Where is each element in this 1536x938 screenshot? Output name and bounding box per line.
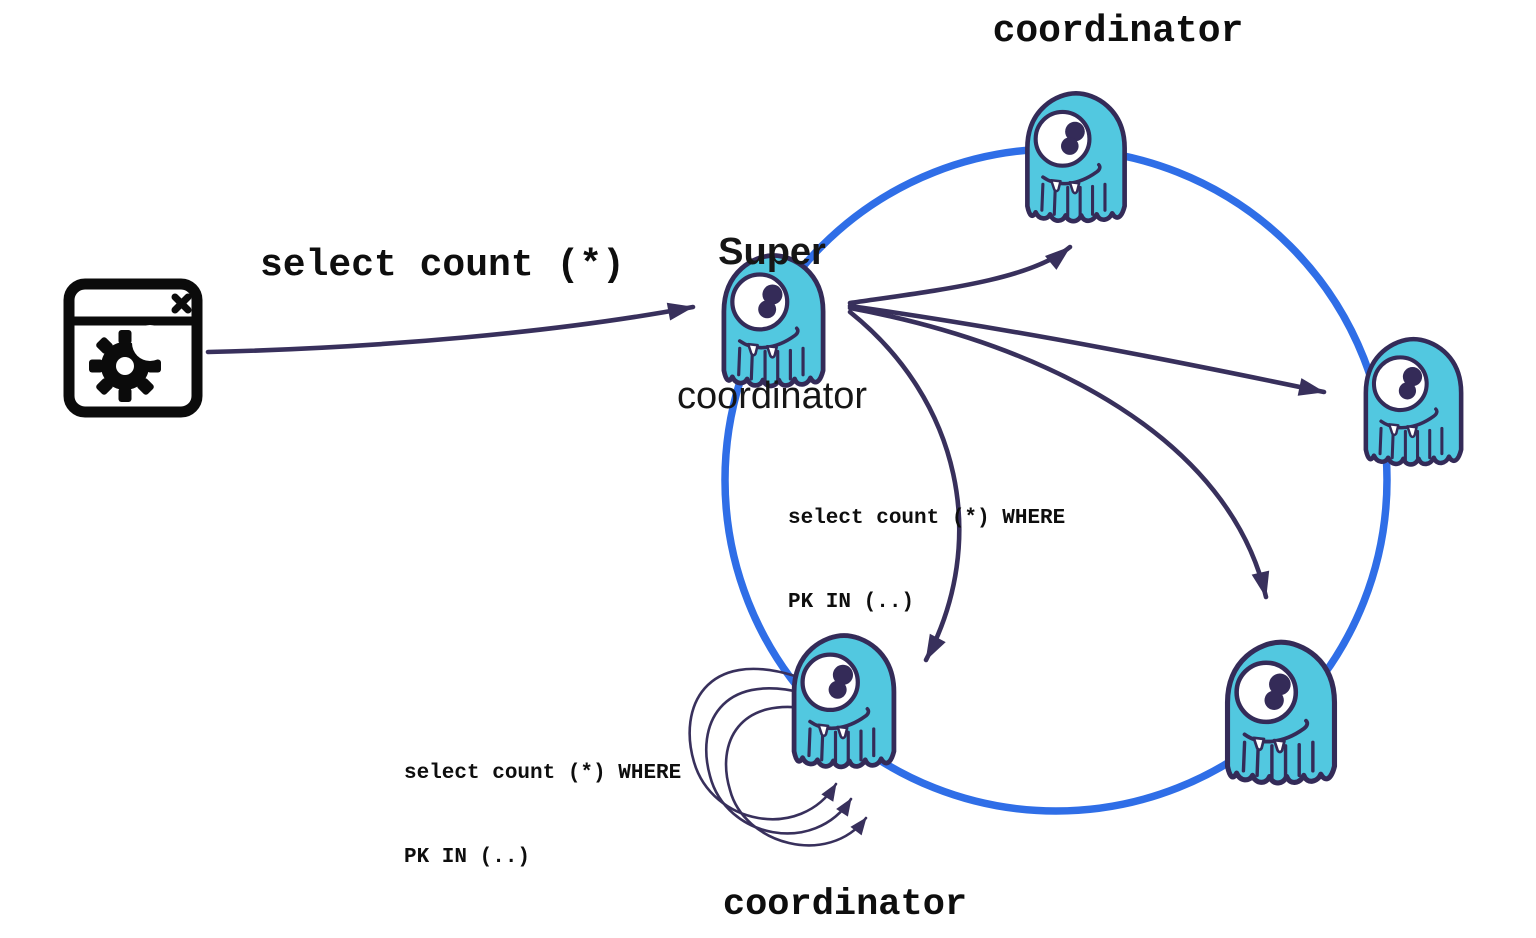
monster-node-right (1366, 339, 1461, 464)
gear-icon (89, 325, 168, 402)
local-query-line2: PK IN (..) (404, 846, 531, 869)
fanout-query-line1: select count (*) WHERE (788, 507, 1066, 530)
fanout-query-line2: PK IN (..) (788, 591, 915, 614)
super-coordinator-label-line2: coordinator (676, 375, 868, 417)
fanout-arrow-bottom-right (847, 305, 1270, 600)
close-icon (171, 293, 192, 314)
local-query-label: select count (*) WHERE PK IN (..) (404, 704, 681, 900)
fanout-query-label: select count (*) WHERE PK IN (..) (788, 449, 1065, 645)
top-coordinator-label: coordinator (992, 10, 1244, 53)
client-app-icon (63, 278, 203, 418)
local-query-line1: select count (*) WHERE (404, 762, 682, 785)
super-coordinator-label: Super coordinator (652, 132, 892, 468)
fanout-arrow-right (847, 303, 1327, 396)
super-coordinator-label-line1: Super (718, 231, 826, 273)
fanout-arrow-bottom-left (847, 309, 962, 663)
monster-node-bottom-right (1228, 642, 1335, 783)
self-loop-arrows (688, 667, 868, 847)
client-query-arrow (205, 302, 696, 355)
monster-coordinator-bottom-left (794, 636, 894, 767)
client-query-label: select count (*) (260, 244, 625, 287)
monster-coordinator-top (1027, 93, 1124, 221)
fanout-arrow-top (847, 244, 1073, 306)
bottom-coordinator-label: coordinator (722, 884, 968, 926)
